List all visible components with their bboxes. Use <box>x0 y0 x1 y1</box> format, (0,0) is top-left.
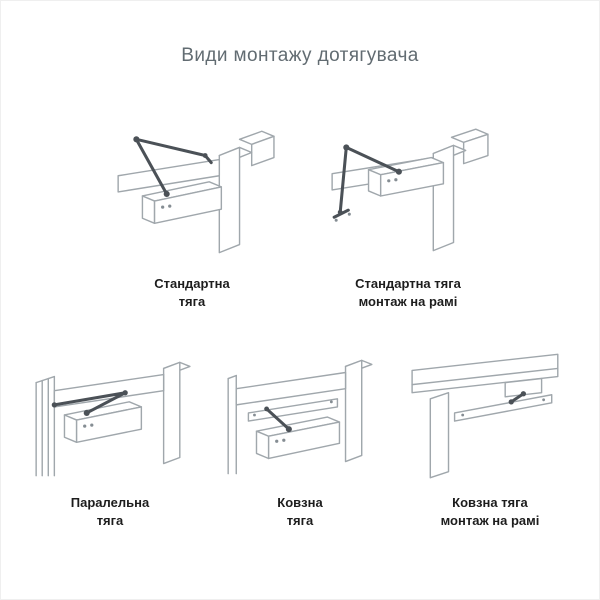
diagram-standard-arm-frame-mount: Стандартна тяга монтаж на рамі <box>313 121 503 310</box>
caption-line: монтаж на рамі <box>440 512 540 528</box>
door-closer-standard-arm-frame-mount-icon <box>331 128 489 252</box>
diagram-caption: Ковзна тяга монтаж на рамі <box>441 494 540 529</box>
diagram-row-bottom: Паралельна тяга <box>1 340 599 529</box>
caption-line: Ковзна <box>277 495 323 511</box>
caption-line: монтаж на рамі <box>358 293 458 309</box>
diagram-parallel-arm: Паралельна тяга <box>19 340 201 529</box>
door-closer-slide-arm-frame-mount-icon <box>411 353 559 479</box>
caption-line: тяга <box>286 512 314 528</box>
door-closer-standard-arm-icon <box>117 130 275 254</box>
caption-line: тяга <box>96 512 124 528</box>
diagram-standard-arm: Стандартна тяга <box>97 121 287 310</box>
door-closer-slide-arm-icon <box>227 359 373 475</box>
page-title: Види монтажу дотягувача <box>181 45 419 66</box>
diagram-slide-arm: Ковзна тяга <box>209 340 391 529</box>
diagram-caption: Стандартна тяга монтаж на рамі <box>355 275 461 310</box>
diagram-caption: Стандартна тяга <box>154 275 230 310</box>
diagram-caption: Ковзна тяга <box>277 494 322 529</box>
diagram-slide-arm-frame-mount: Ковзна тяга монтаж на рамі <box>399 340 581 529</box>
door-closer-parallel-arm-icon <box>35 361 191 477</box>
diagram-caption: Паралельна тяга <box>71 494 149 529</box>
caption-line: тяга <box>178 293 206 309</box>
caption-line: Паралельна <box>70 495 150 511</box>
caption-line: Стандартна <box>154 276 230 291</box>
caption-line: Стандартна тяга <box>355 276 461 291</box>
caption-line: Ковзна тяга <box>452 495 528 511</box>
diagram-row-top: Стандартна тяга <box>1 121 599 310</box>
